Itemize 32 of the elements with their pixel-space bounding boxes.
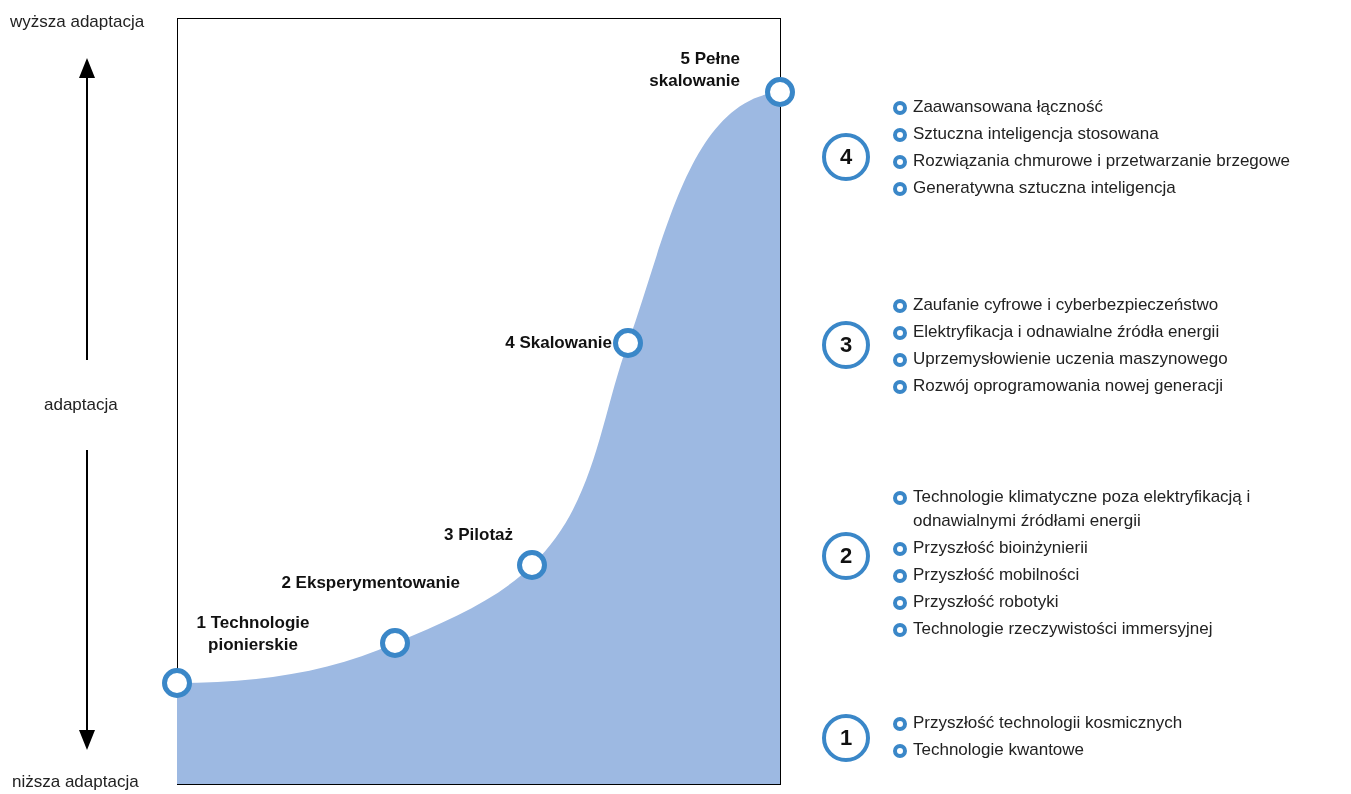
list-item: Zaawansowana łączność [913, 96, 1104, 118]
list-item: Uprzemysłowienie uczenia maszynowego [913, 348, 1229, 370]
list-item: Technologie kwantowe [913, 739, 1086, 761]
axis-label: adaptacja [44, 395, 118, 415]
group-number: 2 [822, 532, 870, 580]
list-item: Elektryfikacja i odnawialne źródła energii [913, 321, 1221, 343]
list-item: Generatywna sztuczna inteligencja [913, 177, 1177, 199]
list-item: Sztuczna inteligencja stosowana [913, 123, 1160, 145]
list-item: Przyszłość technologii kosmicznych [913, 712, 1184, 734]
list-item: Przyszłość mobilności [913, 564, 1081, 586]
milestone-marker [765, 77, 795, 107]
list-item: Przyszłość bioinżynierii [913, 537, 1089, 559]
milestone-marker [613, 328, 643, 358]
list-item: Przyszłość robotyki [913, 591, 1060, 613]
group-number: 1 [822, 714, 870, 762]
group-number: 3 [822, 321, 870, 369]
milestone-marker [162, 668, 192, 698]
list-item: Rozwiązania chmurowe i przetwarzanie brzegowe [913, 150, 1291, 172]
list-item: Rozwój oprogramowania nowej generacji [913, 375, 1224, 397]
stage-label: 2 Eksperymentowanie [280, 572, 460, 594]
list-item: Zaufanie cyfrowe i cyberbezpieczeństwo [913, 294, 1220, 316]
axis-label: wyższa adaptacja [10, 12, 145, 32]
stage-label: 3 Pilotaż [443, 524, 513, 546]
stage-label: 5 Pełne skalowanie [648, 48, 740, 92]
group-number: 4 [822, 133, 870, 181]
stage-label: 1 Technologie pionierskie [195, 612, 311, 656]
axis-label: niższa adaptacja [12, 772, 139, 792]
list-item: Technologie rzeczywistości immersyjnej [913, 618, 1214, 640]
stage-label: 4 Skalowanie [504, 332, 612, 354]
list-item: Technologie klimatyczne poza elektryfikacją i odnawialnymi źródłami energii [913, 486, 1252, 532]
milestone-marker [380, 628, 410, 658]
milestone-marker [517, 550, 547, 580]
